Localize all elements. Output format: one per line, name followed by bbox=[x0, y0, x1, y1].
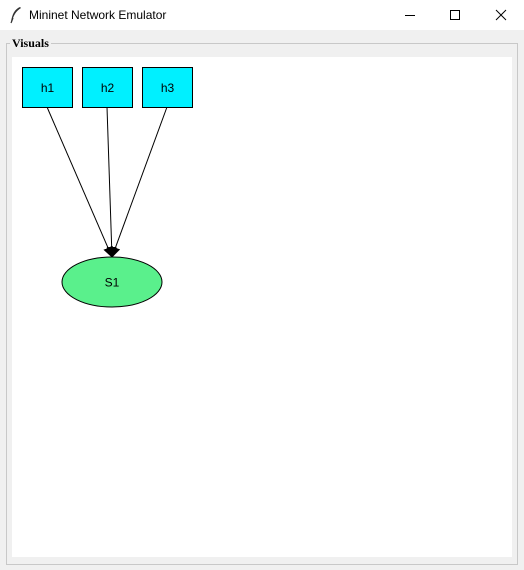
host-label-h3: h3 bbox=[161, 81, 175, 95]
host-node-h3[interactable]: h3 bbox=[142, 67, 193, 108]
minimize-button[interactable] bbox=[387, 0, 432, 30]
topology-canvas[interactable]: h1 h2 h3 S1 bbox=[12, 57, 512, 557]
close-button[interactable] bbox=[478, 0, 523, 30]
switch-node-s1[interactable]: S1 bbox=[61, 256, 163, 308]
link-h2-s1 bbox=[106, 106, 117, 258]
minimize-icon bbox=[404, 15, 415, 16]
host-node-h1[interactable]: h1 bbox=[22, 67, 73, 108]
maximize-button[interactable] bbox=[432, 0, 477, 30]
host-label-h1: h1 bbox=[41, 81, 55, 95]
feather-icon bbox=[10, 7, 21, 24]
maximize-icon bbox=[449, 10, 460, 20]
link-h1-s1 bbox=[46, 106, 113, 258]
topology-graph: h1 h2 h3 S1 bbox=[22, 67, 193, 308]
close-icon bbox=[495, 9, 506, 21]
window-title: Mininet Network Emulator bbox=[29, 8, 167, 22]
host-node-h2[interactable]: h2 bbox=[82, 67, 133, 108]
visuals-label: Visuals bbox=[10, 36, 51, 50]
switch-label-s1: S1 bbox=[105, 276, 120, 290]
title-bar[interactable]: Mininet Network Emulator bbox=[0, 0, 524, 30]
link-h3-s1 bbox=[110, 106, 168, 258]
host-label-h2: h2 bbox=[101, 81, 115, 95]
